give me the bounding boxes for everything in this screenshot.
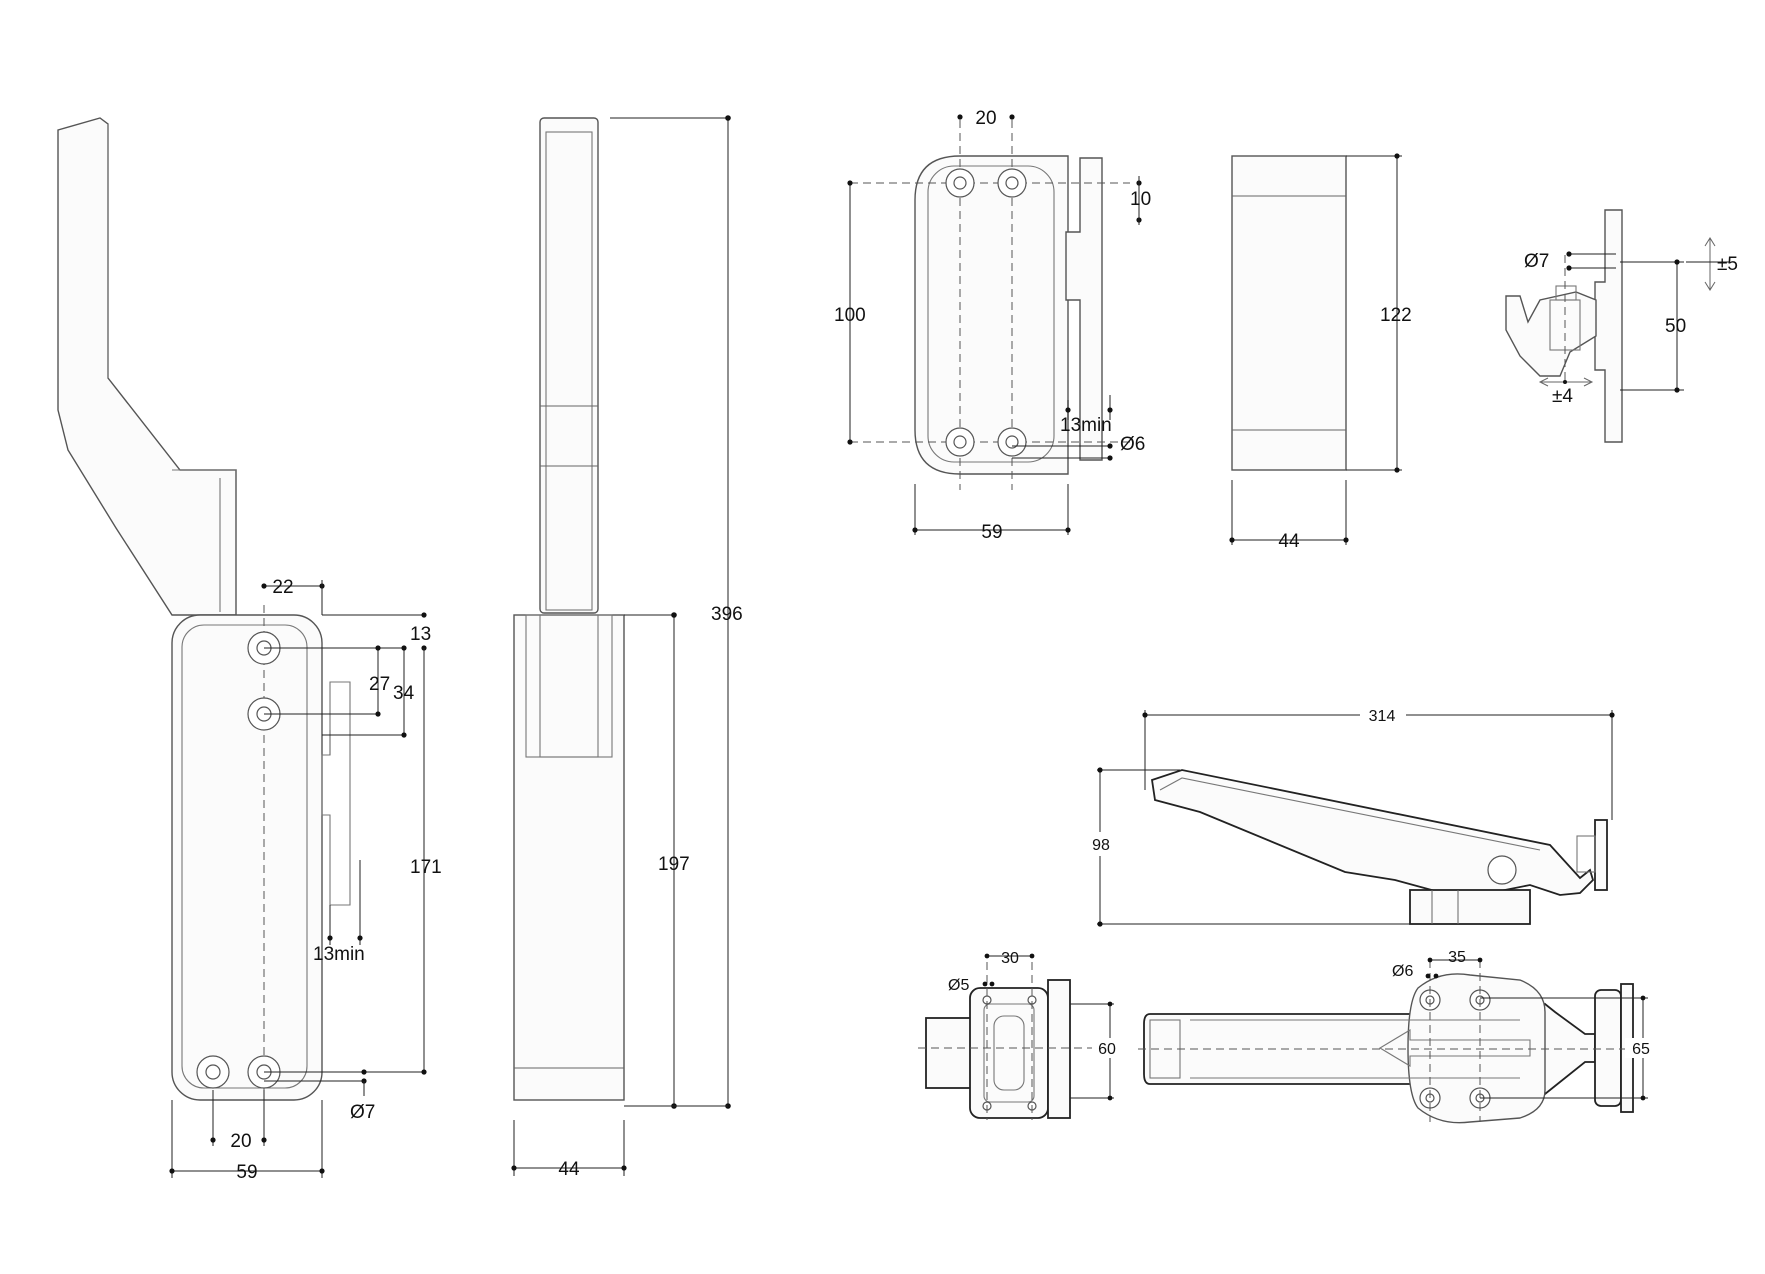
dim-depth: 44 <box>558 1159 580 1180</box>
lever-plan-pivot <box>1594 989 1622 1107</box>
latch-side-body <box>513 614 625 1101</box>
latch-side-handle <box>539 117 599 614</box>
dim-adjust-span: 50 <box>1665 316 1686 337</box>
dim-plan-width-a: 60 <box>1098 1041 1116 1058</box>
strike-tongue <box>1065 157 1103 461</box>
lever-arm <box>1150 769 1595 899</box>
strike-front-view: 20 10 100 13min Ø6 59 <box>834 108 1151 543</box>
dim-plan-spacing-a: 30 <box>1001 950 1019 967</box>
strike-side-view: 122 44 <box>1229 153 1412 552</box>
dim-strike-height: 100 <box>834 305 866 326</box>
dim-adjust-hole-diameter: Ø7 <box>1524 251 1549 272</box>
strike-adjustment-view: Ø7 50 ±5 ±4 <box>1505 209 1738 443</box>
latch-handle-arm <box>57 117 237 616</box>
latch-side-view: 396 197 44 <box>511 115 743 1180</box>
dim-strike-side-depth: 44 <box>1278 531 1300 552</box>
strike-adjust-hook <box>1505 291 1597 377</box>
lever-base <box>1409 889 1531 925</box>
latch-front-view: 22 13 27 34 171 13min Ø7 20 <box>57 117 442 1183</box>
lever-side-view: 314 98 <box>1086 702 1615 927</box>
lever-plan-flange <box>1047 979 1071 1119</box>
lever-pivot <box>1594 819 1608 891</box>
dim-plan-spacing-b: 35 <box>1448 949 1466 966</box>
dim-body-height: 197 <box>658 854 690 875</box>
dim-hole-pitch: 20 <box>230 1131 251 1152</box>
latch-body <box>171 614 323 1101</box>
lever-plan-mount <box>969 987 1049 1119</box>
dim-strike-hole-diameter: Ø6 <box>1120 434 1145 455</box>
dim-hole-diameter: Ø7 <box>350 1102 375 1123</box>
dim-strike-clearance: 13min <box>1060 415 1112 436</box>
strike-plate <box>914 155 1069 475</box>
dim-lever-height: 98 <box>1092 837 1110 854</box>
dim-lever-length: 314 <box>1369 708 1396 725</box>
dim-strike-offset: 10 <box>1130 189 1151 210</box>
dim-total-height: 396 <box>711 604 743 625</box>
lever-plan-shaft <box>925 1017 972 1089</box>
dim-adjust-horizontal: ±4 <box>1552 386 1573 407</box>
strike-holes <box>945 168 1027 457</box>
dim-strike-hole-pitch: 20 <box>975 108 996 129</box>
dim-plan-hole-a: Ø5 <box>948 977 969 994</box>
dim-hole-span: 171 <box>410 857 442 878</box>
dim-adjust-vertical: ±5 <box>1717 254 1738 275</box>
dim-width: 59 <box>236 1162 257 1183</box>
strike-adjust-plate <box>1594 209 1623 443</box>
dim-strike-side-height: 122 <box>1380 305 1412 326</box>
strike-side-block <box>1231 155 1347 471</box>
dim-plan-hole-b: Ø6 <box>1392 963 1413 980</box>
lever-plan-view: 30 Ø5 60 35 Ø6 <box>918 949 1657 1124</box>
dim-top-hole-offset: 13 <box>410 624 431 645</box>
dim-strike-width: 59 <box>981 522 1002 543</box>
dim-clearance: 13min <box>313 944 365 965</box>
lever-plan-hub <box>1407 973 1546 1124</box>
dim-hole-spacing-b: 34 <box>393 683 415 704</box>
dim-plan-width-b: 65 <box>1632 1041 1650 1058</box>
dim-handle-offset: 22 <box>272 577 293 598</box>
dim-hole-spacing-a: 27 <box>369 674 390 695</box>
